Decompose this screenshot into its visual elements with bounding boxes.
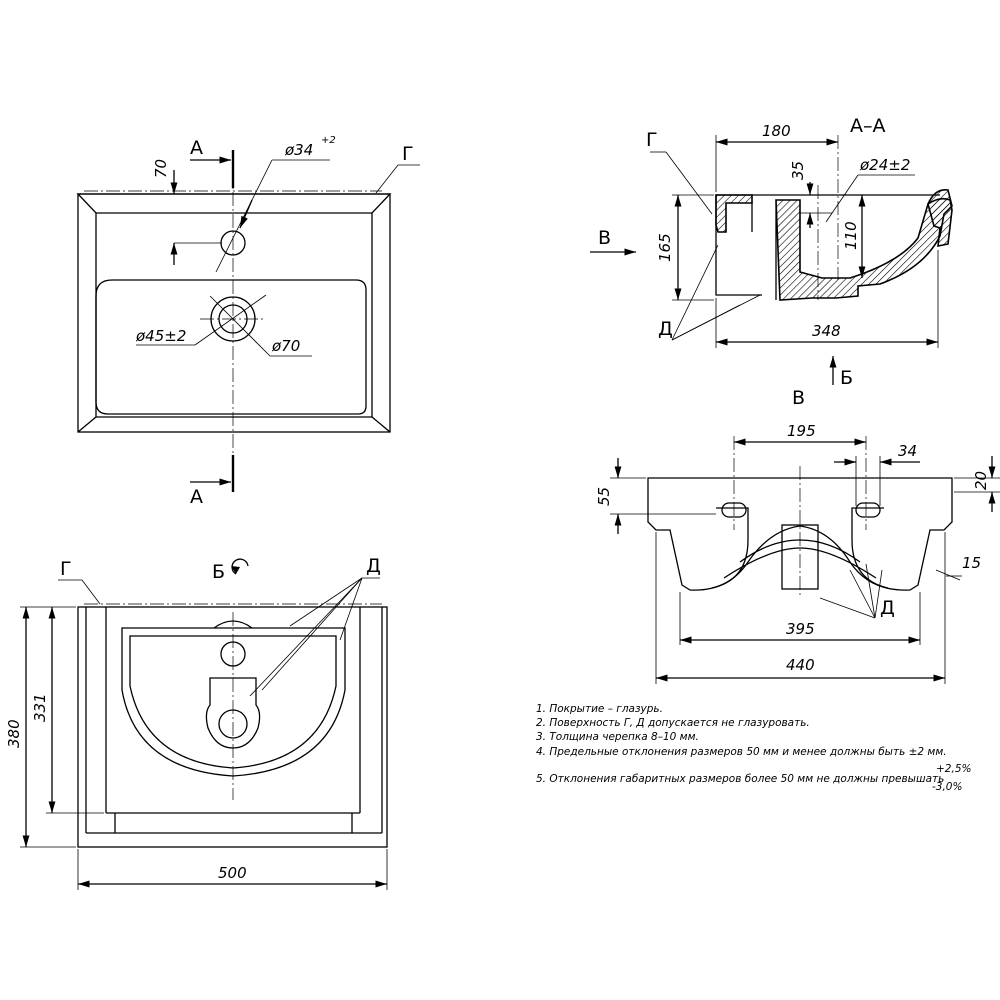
surface-d-section: Д [658, 318, 673, 340]
view-v-title: В [792, 387, 805, 409]
section-title: А–А [850, 115, 886, 137]
dim-d24: ø24±2 [859, 156, 910, 174]
dim-d34-tolerance: +2 [321, 135, 336, 146]
top-view: А А 70 ø34 +2 Г ø45±2 ø70 [76, 135, 420, 508]
tolerance-plus: +2,5% [936, 763, 971, 775]
view-v: В 195 34 20 55 15 [595, 387, 1000, 684]
dim-20: 20 [972, 471, 990, 490]
note-3: 3. Толщина черепка 8–10 мм. [536, 731, 699, 743]
dim-165: 165 [656, 233, 674, 262]
note-5: 5. Отклонения габаритных размеров более … [536, 773, 944, 785]
dim-348: 348 [812, 322, 841, 340]
surface-g-top: Г [402, 143, 414, 165]
dim-331: 331 [31, 693, 49, 722]
dim-d70: ø70 [271, 337, 300, 355]
surface-d-view-v: Д [880, 597, 895, 619]
section-bowl [775, 188, 953, 301]
section-wall-left [715, 194, 753, 233]
dim-34: 34 [898, 442, 917, 460]
dim-440: 440 [786, 656, 815, 674]
rotation-icon [231, 558, 249, 575]
arrow-v-label: В [598, 227, 611, 249]
note-2: 2. Поверхность Г, Д допускается не глазу… [536, 717, 810, 729]
dim-55: 55 [595, 487, 613, 506]
arrow-b-label: Б [840, 367, 853, 389]
dim-395: 395 [786, 620, 815, 638]
surface-g-section: Г [646, 129, 658, 151]
note-4: 4. Предельные отклонения размеров 50 мм … [536, 746, 947, 758]
section-a-bottom-label: А [190, 486, 203, 508]
section-a-a-view: А–А 180 35 ø24±2 110 165 [590, 115, 953, 389]
note-1: 1. Покрытие – глазурь. [536, 703, 663, 715]
dim-70-top: 70 [152, 159, 170, 178]
surface-d-bottom: Д [366, 555, 381, 577]
section-rim [927, 197, 953, 247]
surface-g-bottom: Г [60, 558, 72, 580]
dim-d45: ø45±2 [135, 327, 186, 345]
dim-d34: ø34 [284, 141, 313, 159]
dim-110: 110 [842, 221, 860, 250]
bottom-view: Б Г Д 380 [5, 555, 388, 890]
bottom-bowl [121, 627, 346, 777]
tolerance-minus: -3,0% [932, 781, 962, 793]
dim-15: 15 [962, 554, 981, 572]
section-a-top-label: А [190, 137, 203, 159]
notes: 1. Покрытие – глазурь. 2. Поверхность Г,… [536, 703, 971, 793]
dim-180: 180 [762, 122, 791, 140]
dim-35: 35 [789, 161, 807, 180]
bottom-view-title: Б [212, 561, 225, 583]
dim-195: 195 [787, 422, 816, 440]
dim-500: 500 [218, 864, 247, 882]
dim-380: 380 [5, 719, 23, 748]
